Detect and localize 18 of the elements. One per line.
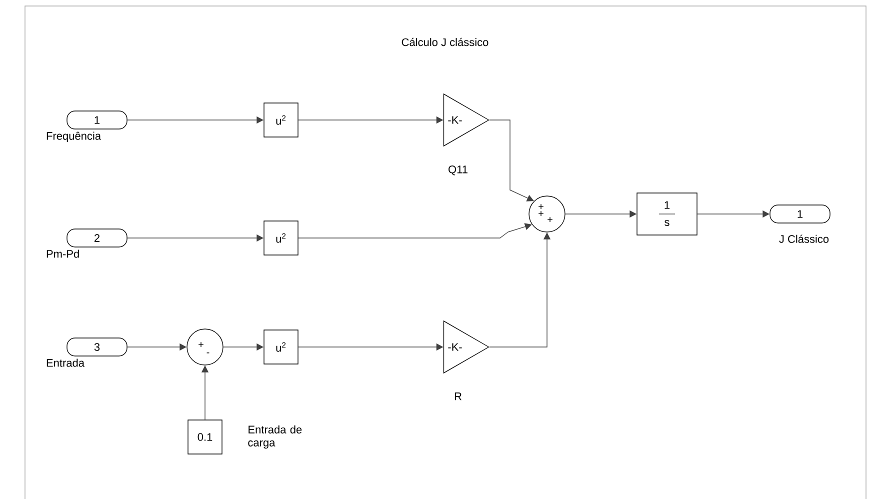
port-block: 2: [66, 228, 128, 248]
block-label: Pm-Pd: [46, 250, 79, 258]
block-label: J Clássico: [779, 234, 829, 243]
title: Cálculo J clássico: [402, 38, 488, 46]
block-label: Frequência: [46, 132, 102, 142]
function-block: u$^{2}$: [264, 330, 298, 364]
integrator-block: 1 s: [636, 192, 698, 236]
function-block: u$^{2}$: [264, 220, 298, 256]
block-label: R: [454, 392, 462, 400]
arrow: [298, 223, 532, 238]
block-label: Q11: [448, 166, 468, 176]
block-label: Entrada de carga: [248, 425, 302, 449]
port-block: 1: [66, 110, 128, 130]
constant-block: 0.1: [188, 420, 222, 454]
port-block: 1: [770, 204, 830, 224]
function-block: u$^{2}$: [264, 102, 298, 138]
block-label: Entrada: [46, 358, 85, 367]
port-block: 3: [66, 338, 128, 356]
